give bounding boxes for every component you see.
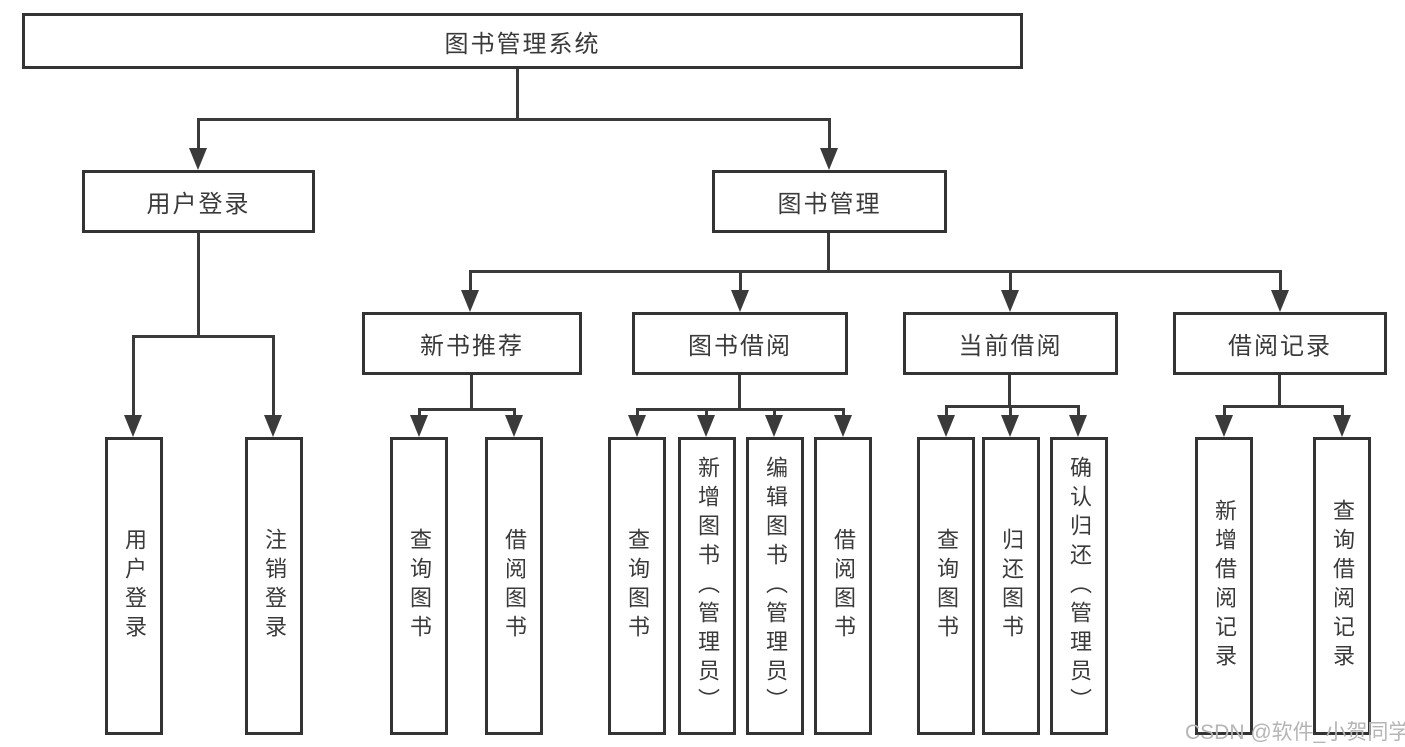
arrow-down-icon [1215,415,1233,437]
node-label: 用户登录 [122,528,147,644]
connector-line [272,335,275,417]
node-book-borrowing: 图书借阅 [632,312,848,375]
connector-line [516,69,519,118]
arrow-down-icon [124,415,142,437]
node-br-add-record: 新增借阅记录 [1195,437,1253,735]
node-user-login-module: 用户登录 [82,170,315,233]
arrow-down-icon [461,290,479,312]
node-label: 新书推荐 [420,333,524,360]
connector-line [705,408,708,420]
connector-line [1223,405,1344,408]
arrow-down-icon [189,148,207,170]
connector-line [945,405,948,419]
node-label: 当前借阅 [958,333,1063,360]
connector-line [739,270,742,294]
node-label: 注销登录 [262,528,287,644]
node-label: 图书管理 [777,191,882,218]
connector-line [636,408,845,411]
node-label: 归还图书 [999,528,1024,644]
csdn-watermark: CSDN @软件_小贺同学 [1185,721,1405,744]
node-new-book-recommend: 新书推荐 [362,312,582,375]
connector-line [773,408,776,420]
connector-line [1009,270,1012,294]
arrow-down-icon [1069,415,1087,437]
connector-line [842,408,845,420]
connector-line [1008,375,1011,408]
connector-line [1009,405,1012,419]
node-bb-borrow-books: 借阅图书 [814,437,872,735]
node-br-query-record: 查询借阅记录 [1313,437,1371,735]
node-cb-query-books: 查询图书 [917,437,975,735]
arrow-down-icon [264,415,282,437]
connector-line [1341,405,1344,419]
node-root: 图书管理系统 [22,13,1023,69]
connector-line [1077,405,1080,419]
arrow-down-icon [1271,290,1289,312]
connector-line [827,233,830,273]
arrow-down-icon [937,415,955,437]
arrow-down-icon [410,415,428,437]
node-logout: 注销登录 [245,437,303,735]
connector-line [1279,270,1282,294]
connector-line [132,335,275,338]
connector-line [418,408,516,411]
connector-line [945,405,1080,408]
node-cb-return-books: 归还图书 [982,437,1040,735]
connector-line [469,270,472,294]
node-bb-add-books: 新增图书（管理员） [678,437,736,735]
node-label: 借阅图书 [502,528,527,644]
connector-line [132,335,135,417]
node-label: 新增借阅记录 [1212,499,1237,673]
node-label: 编辑图书（管理员） [763,455,788,717]
node-cb-confirm-return: 确认归还（管理员） [1050,437,1108,735]
node-current-borrowing: 当前借阅 [903,312,1118,375]
node-book-management: 图书管理 [712,170,947,233]
connector-line [636,408,639,420]
connector-line [470,270,1281,273]
node-borrowing-records: 借阅记录 [1173,312,1387,375]
node-label: 新增图书（管理员） [695,455,720,717]
node-label: 查询图书 [934,528,959,644]
arrow-down-icon [505,415,523,437]
arrow-down-icon [1001,415,1019,437]
arrow-down-icon [820,148,838,170]
arrow-down-icon [1001,290,1019,312]
node-bb-edit-books: 编辑图书（管理员） [746,437,804,735]
arrow-down-icon [697,415,715,437]
node-nbr-query-books: 查询图书 [390,437,448,735]
arrow-down-icon [765,415,783,437]
arrow-down-icon [834,415,852,437]
connector-line [828,118,831,152]
arrow-down-icon [731,290,749,312]
node-label: 借阅图书 [831,528,856,644]
node-label: 查询借阅记录 [1330,499,1355,673]
connector-line [738,375,741,411]
connector-line [197,118,831,121]
node-user-login: 用户登录 [105,437,163,735]
node-bb-query-books: 查询图书 [608,437,666,735]
node-nbr-borrow-books: 借阅图书 [485,437,543,735]
connector-line [470,375,473,411]
connector-line [1278,375,1281,408]
node-root-label: 图书管理系统 [444,30,601,58]
arrow-down-icon [628,415,646,437]
node-label: 用户登录 [146,191,251,218]
node-label: 确认归还（管理员） [1067,455,1092,717]
node-label: 图书借阅 [688,333,792,360]
connector-line [197,232,200,335]
connector-line [197,118,200,152]
node-label: 查询图书 [407,528,432,644]
connector-line [513,408,516,420]
arrow-down-icon [1333,415,1351,437]
node-label: 查询图书 [625,528,650,644]
connector-line [418,408,421,420]
connector-line [1223,405,1226,419]
node-label: 借阅记录 [1228,333,1332,360]
